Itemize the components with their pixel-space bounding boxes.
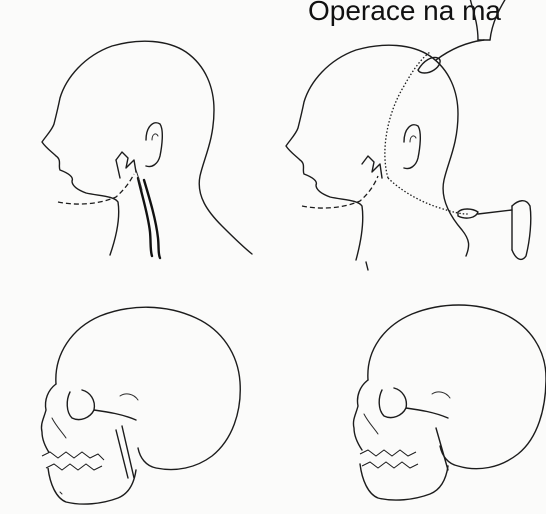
skull-right	[353, 305, 546, 500]
skull-left	[41, 307, 240, 504]
head-profile-wire-saw	[286, 0, 531, 270]
head-profile-vessels	[42, 41, 252, 258]
